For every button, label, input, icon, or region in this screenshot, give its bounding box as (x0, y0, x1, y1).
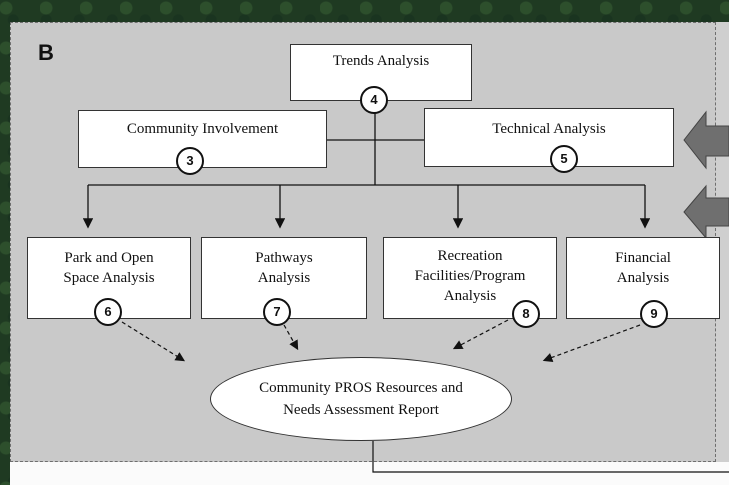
step-badge-7: 7 (263, 298, 291, 326)
step-badge-3: 3 (176, 147, 204, 175)
step-badge-5: 5 (550, 145, 578, 173)
dashed-arrow-park (121, 321, 186, 362)
recreation-facilities-label: Recreation Facilities/Program Analysis (414, 248, 526, 304)
technical-analysis-box: Technical Analysis (424, 108, 674, 167)
dashed-arrow-financial (542, 324, 641, 363)
needs-assessment-report: Community PROS Resources and Needs Asses… (210, 357, 512, 441)
trends-analysis-label: Trends Analysis (332, 53, 430, 69)
park-open-space-label: Park and Open Space Analysis (63, 250, 155, 286)
needs-assessment-report-label: Community PROS Resources and Needs Asses… (259, 380, 463, 418)
dashed-arrow-recreation (452, 319, 509, 350)
technical-analysis-label: Technical Analysis (492, 121, 606, 137)
panel-letter: B (38, 40, 54, 65)
step-badge-6: 6 (94, 298, 122, 326)
incoming-arrow-top (683, 110, 729, 170)
financial-analysis-label: Financial Analysis (615, 250, 671, 286)
step-badge-4: 4 (360, 86, 388, 114)
dashed-arrow-pathways (283, 324, 299, 351)
bottom-strip (10, 462, 729, 485)
step-badge-9: 9 (640, 300, 668, 328)
community-involvement-label: Community Involvement (126, 121, 279, 137)
report-output-line (372, 441, 729, 473)
pathways-analysis-label: Pathways Analysis (255, 250, 313, 286)
incoming-arrow-middle (683, 184, 729, 240)
step-badge-8: 8 (512, 300, 540, 328)
